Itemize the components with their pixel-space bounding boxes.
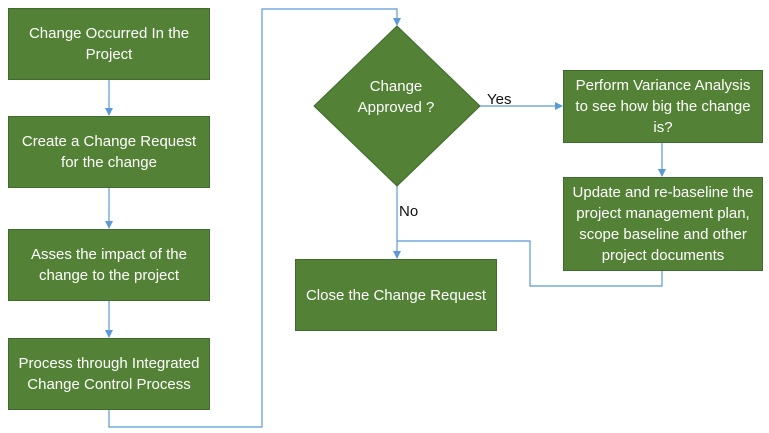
edge-label-yes: Yes: [487, 91, 512, 108]
step-create-request-label: Create a Change Request for the change: [21, 133, 197, 171]
step-process-icc-label: Process through Integrated Change Contro…: [18, 355, 200, 393]
step-assess-impact-label: Asses the impact of the change to the pr…: [31, 246, 187, 284]
step-update-rebaseline: Update and re-baseline the project manag…: [563, 177, 763, 271]
step-close-request-label: Close the Change Request: [305, 286, 487, 304]
decision-diamond: [313, 25, 481, 187]
step-change-occurred: Change Occurred In the Project: [8, 8, 210, 80]
step-create-request: Create a Change Request for the change: [8, 116, 210, 188]
step-update-rebaseline-label: Update and re-baseline the project manag…: [572, 184, 754, 264]
arrow-process-to-decision: [108, 8, 401, 428]
step-variance-analysis-label: Perform Variance Analysis to see how big…: [575, 77, 751, 136]
step-assess-impact: Asses the impact of the change to the pr…: [8, 229, 210, 301]
edge-label-no: No: [399, 203, 419, 220]
step-process-icc: Process through Integrated Change Contro…: [8, 338, 210, 410]
decision-label: Change Approved ?: [357, 78, 435, 116]
step-change-occurred-label: Change Occurred In the Project: [28, 25, 190, 63]
step-variance-analysis: Perform Variance Analysis to see how big…: [563, 70, 763, 143]
step-close-request: Close the Change Request: [295, 259, 497, 331]
arrow-update-to-close: [397, 240, 663, 287]
